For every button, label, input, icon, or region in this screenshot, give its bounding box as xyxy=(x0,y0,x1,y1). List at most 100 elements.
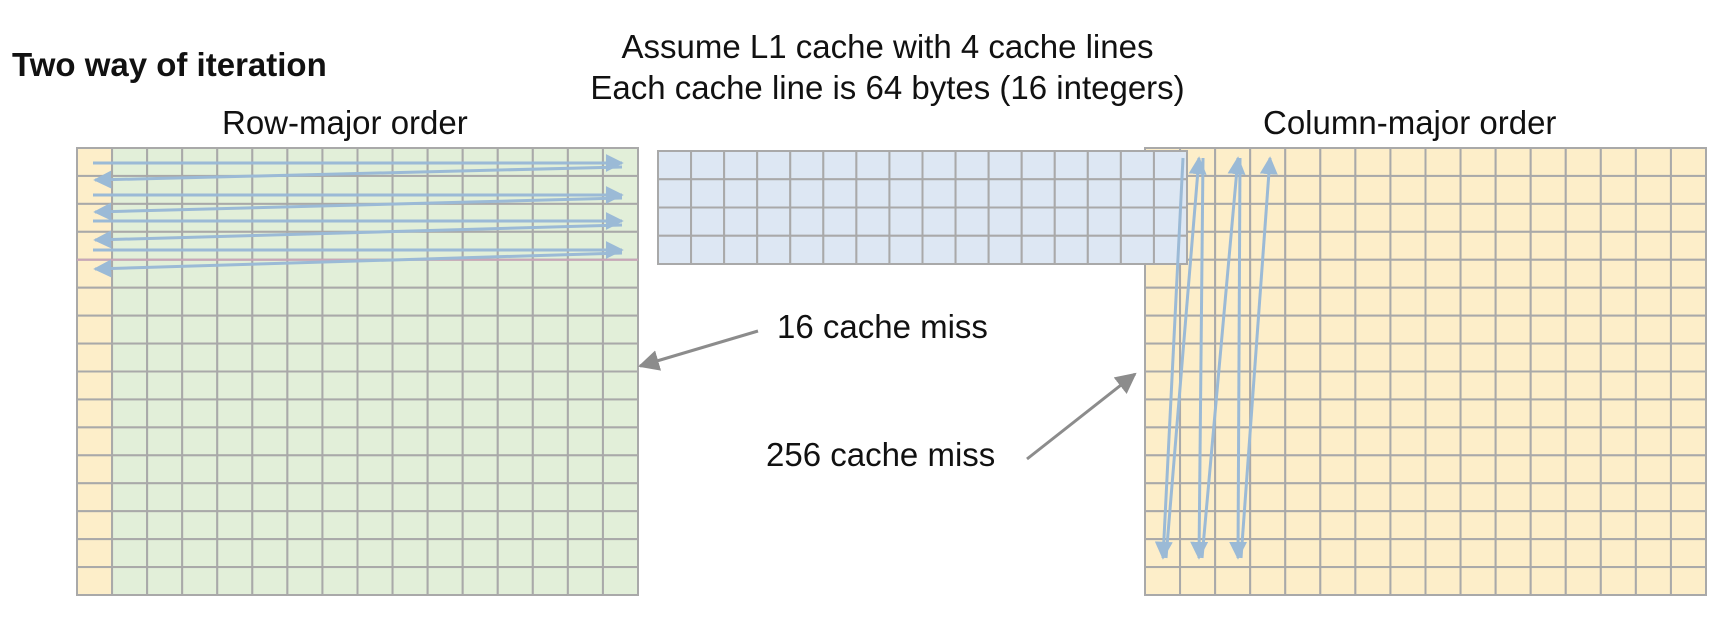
row-major-cell xyxy=(426,202,464,233)
row-major-cell xyxy=(321,174,359,205)
row-major-cell xyxy=(391,286,429,317)
column-major-cell xyxy=(1354,426,1392,457)
row-major-cell xyxy=(111,314,149,345)
row-major-cell xyxy=(426,370,464,401)
column-major-cell xyxy=(1529,370,1567,401)
row-major-cell xyxy=(321,286,359,317)
row-major-cell xyxy=(426,314,464,345)
column-major-cell xyxy=(1389,174,1427,205)
column-major-cell xyxy=(1459,398,1497,429)
row-major-cell xyxy=(496,342,534,373)
column-major-cell xyxy=(1529,426,1567,457)
column-major-cell xyxy=(1459,314,1497,345)
column-major-cell xyxy=(1529,258,1567,289)
column-major-cell xyxy=(1459,482,1497,513)
cache-line-cell xyxy=(921,234,957,265)
row-major-cell xyxy=(321,342,359,373)
row-major-cell xyxy=(461,286,499,317)
column-major-cell xyxy=(1214,426,1252,457)
column-major-cell xyxy=(1494,482,1532,513)
row-major-cell xyxy=(391,538,429,569)
row-major-cell xyxy=(181,538,219,569)
row-major-iteration-arrows xyxy=(93,154,624,278)
column-major-cell xyxy=(1389,314,1427,345)
row-major-cell xyxy=(566,258,604,289)
cache-line-cell xyxy=(987,150,1023,181)
column-major-cell xyxy=(1494,147,1532,177)
cache-line-cell xyxy=(657,150,693,181)
row-major-cell xyxy=(601,510,639,541)
row-major-cell xyxy=(76,482,114,513)
column-major-cell xyxy=(1599,258,1637,289)
column-major-cell xyxy=(1424,314,1462,345)
row-major-cell xyxy=(531,370,569,401)
column-major-cell xyxy=(1599,426,1637,457)
cache-line-cell xyxy=(657,178,693,209)
row-major-cell xyxy=(111,566,149,596)
column-major-cell xyxy=(1389,286,1427,317)
row-major-cell xyxy=(76,314,114,345)
cache-line-cell xyxy=(855,178,891,209)
row-major-cell xyxy=(286,174,324,205)
row-major-cell xyxy=(461,510,499,541)
row-major-cell xyxy=(216,398,254,429)
row-major-cell xyxy=(181,510,219,541)
column-major-cell xyxy=(1354,398,1392,429)
row-major-cell xyxy=(76,342,114,373)
cache-line-cell xyxy=(921,206,957,237)
row-major-cell xyxy=(286,342,324,373)
column-major-cell xyxy=(1634,566,1672,596)
cache-line-cell xyxy=(954,150,990,181)
miss-pointer-arrows xyxy=(637,329,1137,461)
row-major-cell xyxy=(146,426,184,457)
column-major-cell xyxy=(1669,538,1707,569)
row-major-cell xyxy=(286,314,324,345)
row-major-cell xyxy=(321,538,359,569)
column-major-cell xyxy=(1669,174,1707,205)
cache-line-cell xyxy=(657,206,693,237)
row-major-cell xyxy=(76,258,114,289)
cache-assumption-line-2: Each cache line is 64 bytes (16 integers… xyxy=(590,69,1185,106)
row-major-cell xyxy=(461,426,499,457)
row-major-cell xyxy=(461,454,499,485)
row-major-cell xyxy=(251,314,289,345)
row-major-cell xyxy=(496,314,534,345)
row-major-cell xyxy=(496,566,534,596)
row-major-cell xyxy=(146,202,184,233)
row-major-cell xyxy=(321,314,359,345)
column-major-cell xyxy=(1669,258,1707,289)
column-major-cell xyxy=(1529,147,1567,177)
row-major-cell xyxy=(356,258,394,289)
column-major-cell xyxy=(1354,314,1392,345)
column-major-cell xyxy=(1179,566,1217,596)
cache-line-cell xyxy=(1053,178,1089,209)
column-major-cell xyxy=(1599,342,1637,373)
column-major-cell xyxy=(1319,538,1357,569)
row-major-cell xyxy=(531,286,569,317)
row-major-cell xyxy=(111,454,149,485)
column-major-cell xyxy=(1249,538,1287,569)
row-major-cell xyxy=(461,174,499,205)
row-major-cell xyxy=(146,510,184,541)
row-major-cell xyxy=(426,510,464,541)
row-major-cell xyxy=(216,370,254,401)
row-major-cell xyxy=(181,314,219,345)
cache-line-cell xyxy=(1020,206,1056,237)
column-major-cell xyxy=(1529,286,1567,317)
column-major-cell xyxy=(1459,370,1497,401)
row-major-cell xyxy=(76,230,114,261)
row-major-cell xyxy=(356,174,394,205)
column-major-cell xyxy=(1249,482,1287,513)
row-major-cell xyxy=(356,370,394,401)
cache-line-cell xyxy=(987,206,1023,237)
column-major-cell xyxy=(1669,398,1707,429)
row-major-cell xyxy=(146,370,184,401)
cache-line-cell xyxy=(789,150,825,181)
row-major-cell xyxy=(76,426,114,457)
row-major-cell xyxy=(391,342,429,373)
column-major-cell xyxy=(1564,342,1602,373)
row-major-cell xyxy=(566,370,604,401)
column-major-cell xyxy=(1459,566,1497,596)
column-major-cell xyxy=(1494,510,1532,541)
row-major-cell xyxy=(181,370,219,401)
